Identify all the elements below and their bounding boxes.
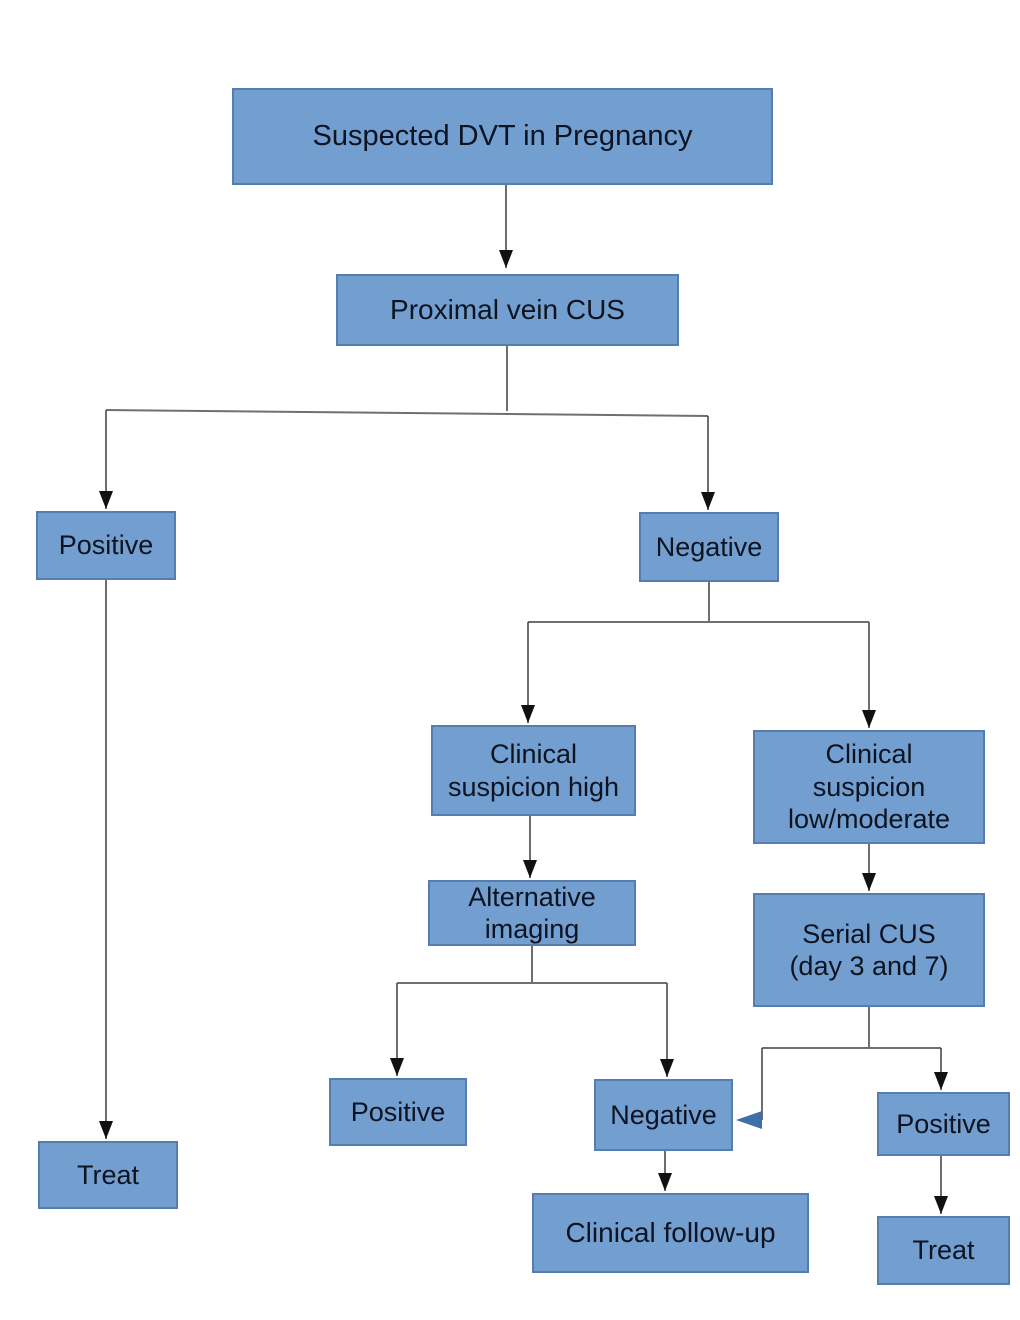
node-label: Treat [76,1159,139,1190]
node-alt-positive: Positive [329,1078,467,1146]
node-label: Positive [350,1096,446,1127]
node-serial-positive: Positive [877,1092,1010,1156]
node-label: Alternative imaging [468,881,596,944]
node-treat-left: Treat [38,1141,178,1209]
node-alt-negative: Negative [594,1079,733,1151]
connector-cus-split-bar [105,409,709,417]
node-label: Suspected DVT in Pregnancy [312,120,693,153]
serial-negative-arrowhead [736,1111,762,1129]
node-clinical-follow-up: Clinical follow-up [532,1193,809,1273]
node-alternative-imaging: Alternative imaging [428,880,636,946]
node-suspected-dvt: Suspected DVT in Pregnancy [232,88,773,185]
node-positive-left: Positive [36,511,176,580]
node-label: Positive [896,1108,991,1139]
node-negative-main: Negative [639,512,779,582]
node-label: Negative [610,1099,717,1130]
node-label: Serial CUS (day 3 and 7) [789,918,949,981]
node-serial-cus: Serial CUS (day 3 and 7) [753,893,985,1007]
node-label: Clinical suspicion high [447,739,620,802]
node-label: Proximal vein CUS [390,294,625,326]
node-clinical-suspicion-low-moderate: Clinical suspicion low/moderate [753,730,985,844]
node-label: Negative [655,531,763,562]
node-label: Positive [58,530,154,561]
node-treat-right: Treat [877,1216,1010,1285]
node-label: Clinical follow-up [565,1217,776,1249]
node-clinical-suspicion-high: Clinical suspicion high [431,725,636,816]
node-proximal-vein-cus: Proximal vein CUS [336,274,679,346]
node-label: Clinical suspicion low/moderate [787,739,951,835]
node-label: Treat [912,1235,975,1266]
